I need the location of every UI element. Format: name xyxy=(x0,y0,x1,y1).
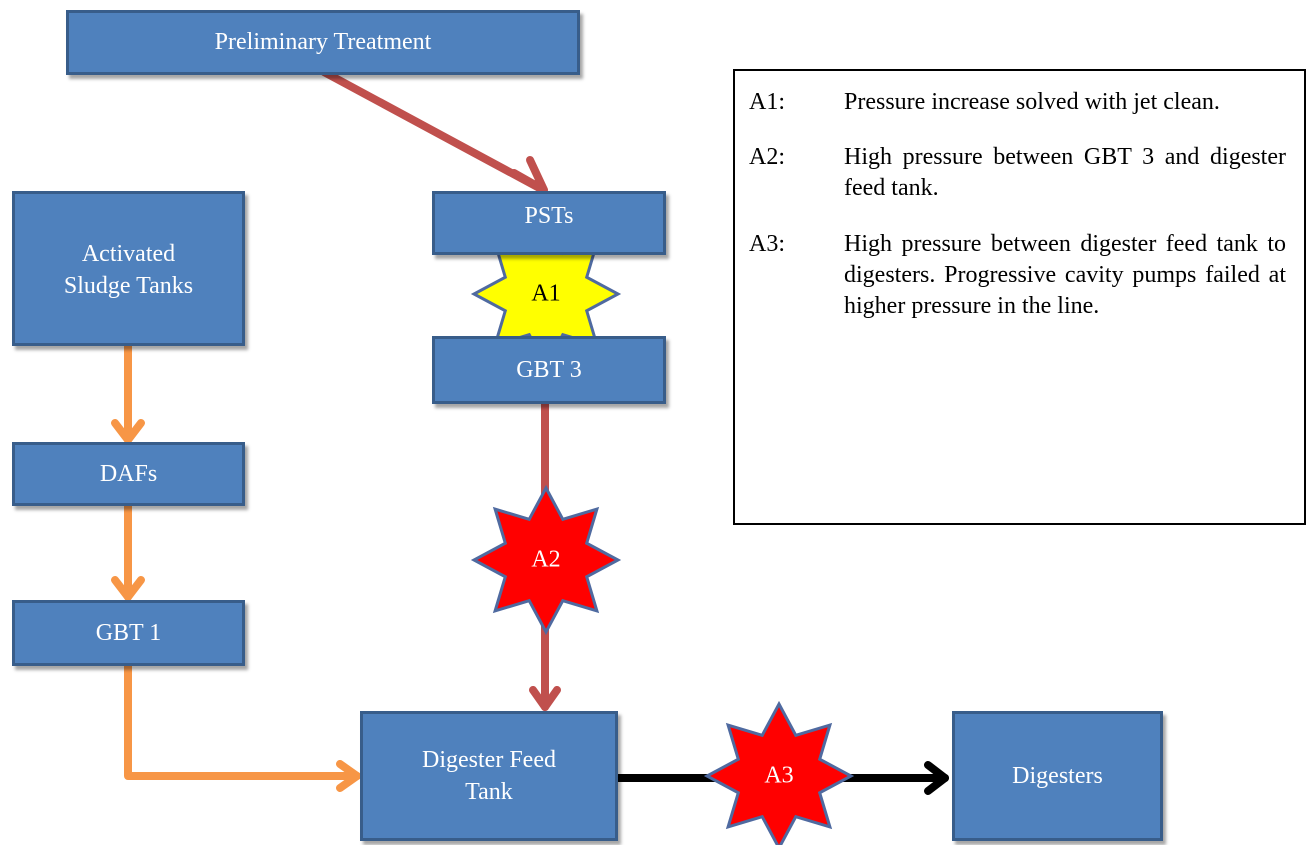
alert-label-a3: A3 xyxy=(764,762,794,789)
digesters-label: Digesters xyxy=(1012,762,1103,789)
arrow-gbt1-to-feed xyxy=(124,662,361,780)
legend-key-a3: A3: xyxy=(749,230,785,257)
legend-item-a2: A2: High pressure between GBT 3 and dige… xyxy=(749,142,1286,204)
gbt3-label: GBT 3 xyxy=(516,356,582,383)
preliminary-treatment-box: Preliminary Treatment xyxy=(66,10,580,75)
alert-label-a2: A2 xyxy=(531,546,561,573)
arrow-preliminary-to-psts xyxy=(320,68,547,194)
activated-sludge-label-line2: Sludge Tanks xyxy=(63,273,194,300)
arrowhead-gbt1 xyxy=(111,576,145,601)
legend-text-a1: Pressure increase solved with jet clean. xyxy=(844,89,1220,115)
psts-label: PSTs xyxy=(524,203,574,229)
legend-item-a3: A3: High pressure between digester feed … xyxy=(749,229,1286,323)
dafs-box: DAFs xyxy=(12,442,245,506)
arrowhead-psts xyxy=(510,156,548,194)
arrowhead-dafs xyxy=(111,419,145,444)
legend-text-a2: High pressure between GBT 3 and digester… xyxy=(844,144,1286,202)
gbt1-label: GBT 1 xyxy=(95,619,162,646)
preliminary-treatment-label: Preliminary Treatment xyxy=(214,29,432,56)
legend-key-a1: A1: xyxy=(749,89,785,115)
legend-item-a1: A1: Pressure increase solved with jet cl… xyxy=(749,87,1286,118)
psts-box: PSTs xyxy=(432,191,666,255)
alert-legend: A1: Pressure increase solved with jet cl… xyxy=(733,69,1306,525)
arrowhead-digesters xyxy=(924,761,949,795)
alert-star-a3 xyxy=(703,700,855,845)
digester-feed-tank-box: Digester Feed Tank xyxy=(360,711,618,841)
legend-key-a2: A2: xyxy=(749,144,785,171)
digester-feed-label-line1: Digester Feed xyxy=(422,746,556,773)
digesters-box: Digesters xyxy=(952,711,1163,841)
legend-text-a3: High pressure between digester feed tank… xyxy=(844,230,1286,319)
activated-sludge-label-line1: Activated xyxy=(81,241,176,267)
alert-label-a1: A1 xyxy=(531,280,561,307)
alert-star-a2 xyxy=(470,484,622,636)
activated-sludge-tanks-box: Activated Sludge Tanks xyxy=(12,191,245,346)
arrowhead-feed-top xyxy=(529,686,561,711)
dafs-label: DAFs xyxy=(99,460,158,487)
digester-feed-label-line2: Tank xyxy=(465,779,513,805)
arrowhead-feed-left xyxy=(336,760,361,792)
gbt1-box: GBT 1 xyxy=(12,600,245,666)
gbt3-box: GBT 3 xyxy=(432,336,666,404)
